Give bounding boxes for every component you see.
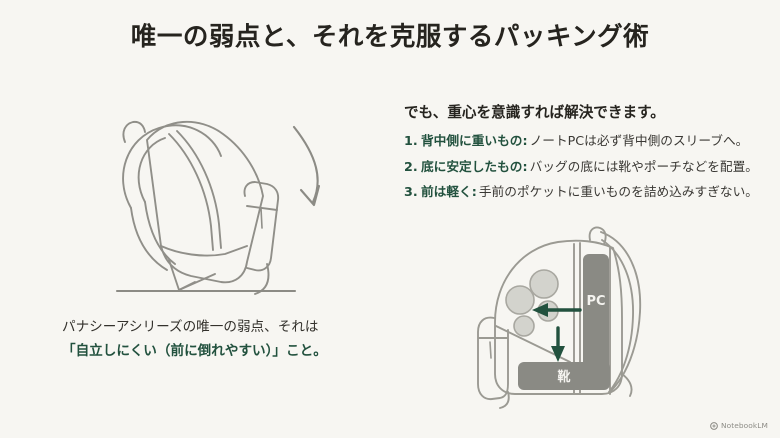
tip-number: 1. bbox=[404, 133, 418, 149]
pc-label: PC bbox=[586, 294, 605, 309]
tip-number: 2. bbox=[404, 158, 418, 174]
backpack-crosssection-svg: PC 靴 bbox=[477, 226, 642, 409]
packing-tips-block: でも、重心を意識すれば解決できます。 1. 背中側に重いもの:ノートPCは必ず背… bbox=[404, 103, 766, 209]
tipping-arrow bbox=[292, 125, 319, 204]
tips-list: 1. 背中側に重いもの:ノートPCは必ず背中側のスリーブへ。 2. 底に安定した… bbox=[404, 132, 766, 201]
arrow-to-bottom-head bbox=[551, 346, 565, 362]
tipping-backpack-illustration bbox=[95, 104, 345, 304]
pouch-circle bbox=[529, 269, 559, 299]
pc-sleeve-block bbox=[583, 254, 609, 386]
tipping-arrow-head bbox=[299, 184, 321, 207]
tip-lead: 背中側に重いもの: bbox=[421, 133, 528, 149]
tip-body: バッグの底には靴やポーチなどを配置。 bbox=[529, 158, 758, 174]
tip-lead: 前は軽く: bbox=[421, 184, 477, 200]
list-item: 3. 前は軽く:手前のポケットに重いものを詰め込みすぎない。 bbox=[404, 183, 766, 201]
caption-line-2-emphasis: 「自立しにくい（前に倒れやすい）」こと。 bbox=[62, 342, 327, 359]
weakness-caption: パナシーアシリーズの唯一の弱点、それは 「自立しにくい（前に倒れやすい）」こと。 bbox=[62, 316, 392, 364]
tip-body: 手前のポケットに重いものを詰め込みすぎない。 bbox=[478, 184, 758, 200]
caption-line-1: パナシーアシリーズの唯一の弱点、それは bbox=[62, 319, 319, 335]
backpack-crosssection-diagram: PC 靴 bbox=[470, 226, 670, 412]
list-item: 1. 背中側に重いもの:ノートPCは必ず背中側のスリーブへ。 bbox=[404, 132, 766, 150]
tipping-backpack-svg bbox=[115, 120, 321, 295]
pouch-circle bbox=[513, 315, 535, 337]
tip-body: ノートPCは必ず背中側のスリーブへ。 bbox=[529, 133, 749, 149]
tip-number: 3. bbox=[404, 184, 418, 200]
page-title: 唯一の弱点と、それを克服するパッキング術 bbox=[130, 22, 650, 52]
notebooklm-watermark: NotebookLM bbox=[710, 421, 768, 430]
pouch-circle bbox=[505, 285, 535, 315]
notebooklm-icon bbox=[710, 421, 718, 430]
pouch-circles bbox=[505, 269, 559, 337]
tip-lead: 底に安定したもの: bbox=[421, 158, 528, 174]
shoes-label: 靴 bbox=[557, 369, 570, 385]
arrow-to-back-panel-head bbox=[532, 303, 548, 317]
list-item: 2. 底に安定したもの:バッグの底には靴やポーチなどを配置。 bbox=[404, 158, 766, 176]
shoes-compartment-block bbox=[518, 362, 610, 390]
tips-heading: でも、重心を意識すれば解決できます。 bbox=[404, 104, 665, 121]
watermark-label: NotebookLM bbox=[720, 421, 768, 430]
